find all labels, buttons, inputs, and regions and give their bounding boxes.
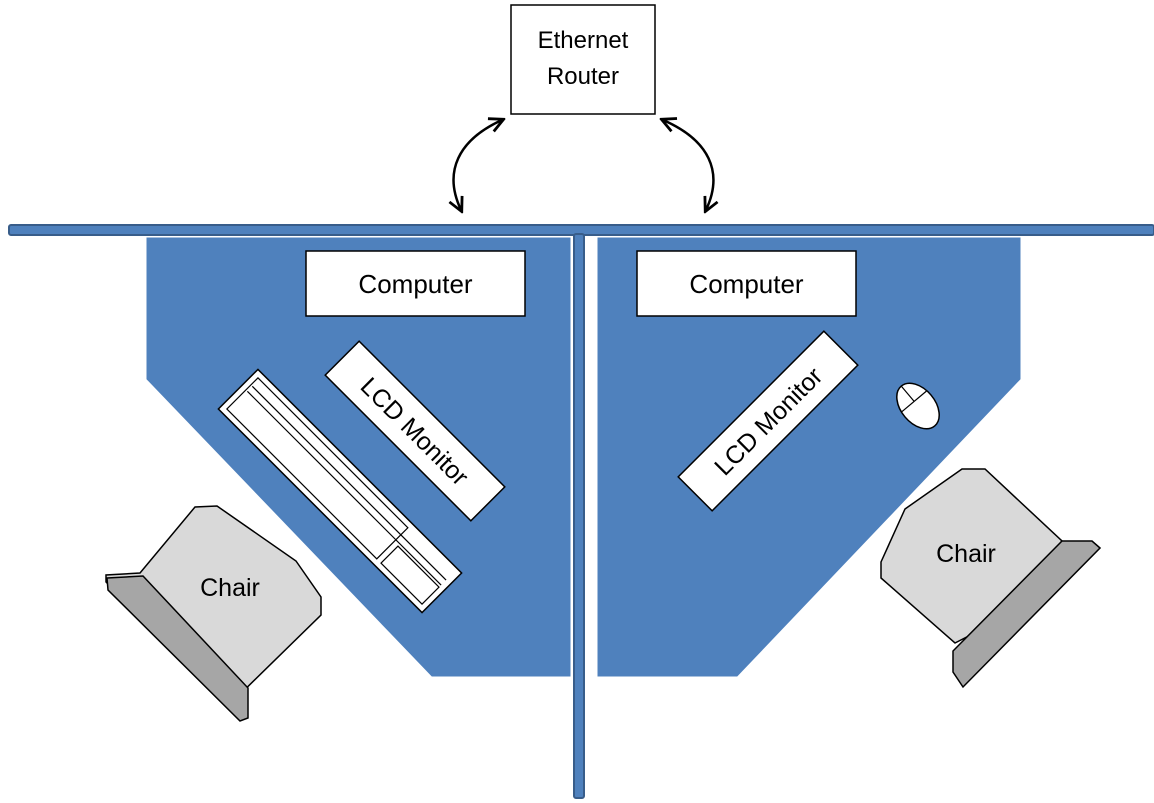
keyboard-icon [217, 368, 463, 614]
right-chair: Chair [880, 468, 1102, 689]
left-computer-label: Computer [358, 269, 472, 299]
right-network-arrow [663, 120, 713, 210]
ethernet-router: Ethernet Router [510, 4, 656, 115]
left-network-arrow [454, 120, 502, 210]
left-chair-label: Chair [200, 574, 260, 602]
left-chair: Chair [105, 505, 322, 722]
right-desk [597, 237, 1021, 677]
right-computer-label: Computer [689, 269, 803, 299]
router-label-line2: Router [547, 63, 619, 90]
left-desk [146, 237, 571, 677]
right-computer: Computer [636, 250, 857, 317]
divider-wall [573, 233, 585, 799]
router-label-line1: Ethernet [538, 27, 629, 54]
right-chair-label: Chair [936, 540, 996, 568]
left-computer: Computer [305, 250, 526, 317]
